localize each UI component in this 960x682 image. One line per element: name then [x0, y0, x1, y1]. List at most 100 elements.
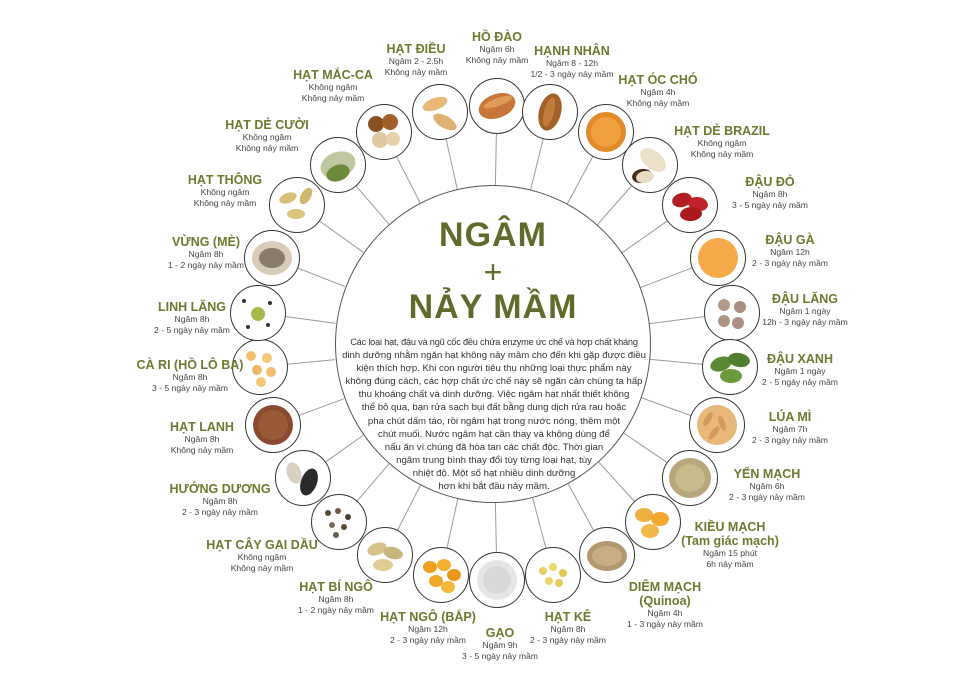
connector-line	[596, 185, 632, 226]
soak-time: Ngâm 4h	[647, 608, 683, 618]
seed-circle	[244, 230, 300, 286]
soak-time: Ngâm 1 ngày	[779, 306, 831, 316]
sprout-time: Không nảy mầm	[465, 55, 529, 65]
sprout-time: 2 - 3 ngày nảy mầm	[182, 507, 258, 517]
soak-time: Không ngâm	[200, 187, 250, 197]
connector-line	[531, 496, 547, 549]
connector-line	[494, 501, 497, 553]
soak-time: Ngâm 6h	[749, 481, 785, 491]
seed-circle	[311, 494, 367, 550]
sprout-time: Không nảy mầm	[301, 93, 365, 103]
title-soak: NGÂM	[439, 216, 547, 254]
sprout-time: 1 - 3 ngày nảy mầm	[627, 619, 703, 629]
connector-line	[529, 139, 544, 191]
seed-name: HẠT ÓC CHÓ	[618, 73, 698, 87]
seed-circle	[579, 527, 635, 583]
soak-time: Không ngâm	[237, 552, 287, 562]
connector-line	[297, 267, 346, 287]
seed-name: LÚA MÌ	[768, 410, 812, 424]
seed-circle	[622, 137, 678, 193]
soak-time: Ngâm 1 ngày	[774, 366, 826, 376]
seed-name: HẠT THÔNG	[187, 173, 263, 187]
sprout-time: Không nảy mầm	[384, 67, 448, 77]
sprout-time: 12h - 3 ngày nảy mầm	[762, 317, 848, 327]
connector-line	[299, 398, 344, 416]
connector-line	[356, 463, 390, 502]
connector-line	[494, 133, 497, 187]
seed-circle	[269, 177, 325, 233]
sprout-time: Không nảy mầm	[193, 198, 257, 208]
description-line: thu khoáng chất và dinh dưỡng. Việc ngâm…	[358, 389, 630, 401]
soak-time: Ngâm 8h	[184, 434, 220, 444]
description-line: Các loại hạt, đậu và ngũ cốc đều chứa en…	[350, 337, 638, 347]
sprout-time: 3 - 5 ngày nảy mầm	[732, 200, 808, 210]
description-line: chút muối. Nước ngâm hạt cần thay và khô…	[378, 428, 610, 440]
seed-name: KIỀU MẠCH	[694, 520, 766, 534]
sprout-time: 3 - 5 ngày nảy mầm	[462, 651, 538, 661]
seed-name: DIÊM MẠCH	[628, 580, 702, 594]
seed-name: LINH LĂNG	[157, 300, 227, 314]
soak-time: Ngâm 4h	[640, 87, 676, 97]
connector-line	[445, 139, 458, 190]
seed-name: HẠT DẺ CƯỜI	[225, 118, 309, 132]
soak-time: Ngâm 15 phút	[703, 548, 757, 558]
title-plus: +	[483, 254, 503, 290]
soak-time: Ngâm 2 - 2.5h	[388, 56, 444, 66]
description-line: thể bỏ qua, bạn rửa sạch bụi đất bằng du…	[361, 402, 627, 414]
seed-circle	[625, 494, 681, 550]
description-line: pha chút dấm táo, rồi ngâm hạt trong nướ…	[367, 415, 621, 427]
seed-circle	[662, 177, 718, 233]
sprout-time: 1/2 - 3 ngày nảy mầm	[530, 69, 614, 79]
soak-time: Không ngâm	[242, 132, 292, 142]
connector-line	[622, 432, 668, 463]
seed-name: ĐẬU LĂNG	[772, 292, 838, 306]
sprout-time: Không nảy mầm	[690, 149, 754, 159]
seed-circle	[356, 104, 412, 160]
connector-line	[319, 220, 364, 253]
connector-line	[649, 358, 703, 365]
soak-time: Ngâm 12h	[408, 624, 448, 634]
seed-name: HỒ ĐÀO	[471, 30, 522, 44]
seed-subtitle: (Tam giác mạch)	[681, 534, 779, 548]
description-line: ngâm trung bình thay đổi tùy từng loại h…	[396, 454, 592, 466]
seed-name: HƯỚNG DƯƠNG	[169, 482, 271, 496]
title-sprout: NẢY MẦM	[408, 288, 578, 326]
seed-circle	[412, 84, 468, 140]
soak-time: Ngâm 6h	[479, 44, 515, 54]
description-line: không đúng cách, các hợp chất ức chế này…	[345, 376, 643, 388]
seed-name: HẠT NGÔ (BẮP)	[380, 610, 476, 624]
seed-name: CÀ RI (HỒ LÔ BA)	[136, 358, 244, 372]
seed-circle	[469, 552, 525, 608]
seed-circle	[413, 547, 469, 603]
sprout-time: 2 - 3 ngày nảy mầm	[729, 492, 805, 502]
seed-name: ĐẬU ĐỎ	[745, 175, 795, 189]
seed-circle	[230, 285, 286, 341]
seed-name: GẠO	[485, 626, 515, 640]
connector-line	[567, 482, 595, 531]
connector-line	[648, 316, 705, 325]
seed-subtitle: (Quinoa)	[639, 594, 691, 608]
sprout-time: 1 - 2 ngày nảy mầm	[298, 605, 374, 615]
connector-line	[396, 156, 421, 204]
seed-name: HẠNH NHÂN	[534, 44, 610, 58]
description-text: Các loại hạt, đậu và ngũ cốc đều chứa en…	[340, 336, 648, 493]
seed-circle	[662, 450, 718, 506]
soak-time: Ngâm 8h	[752, 189, 788, 199]
connector-line	[597, 460, 635, 502]
